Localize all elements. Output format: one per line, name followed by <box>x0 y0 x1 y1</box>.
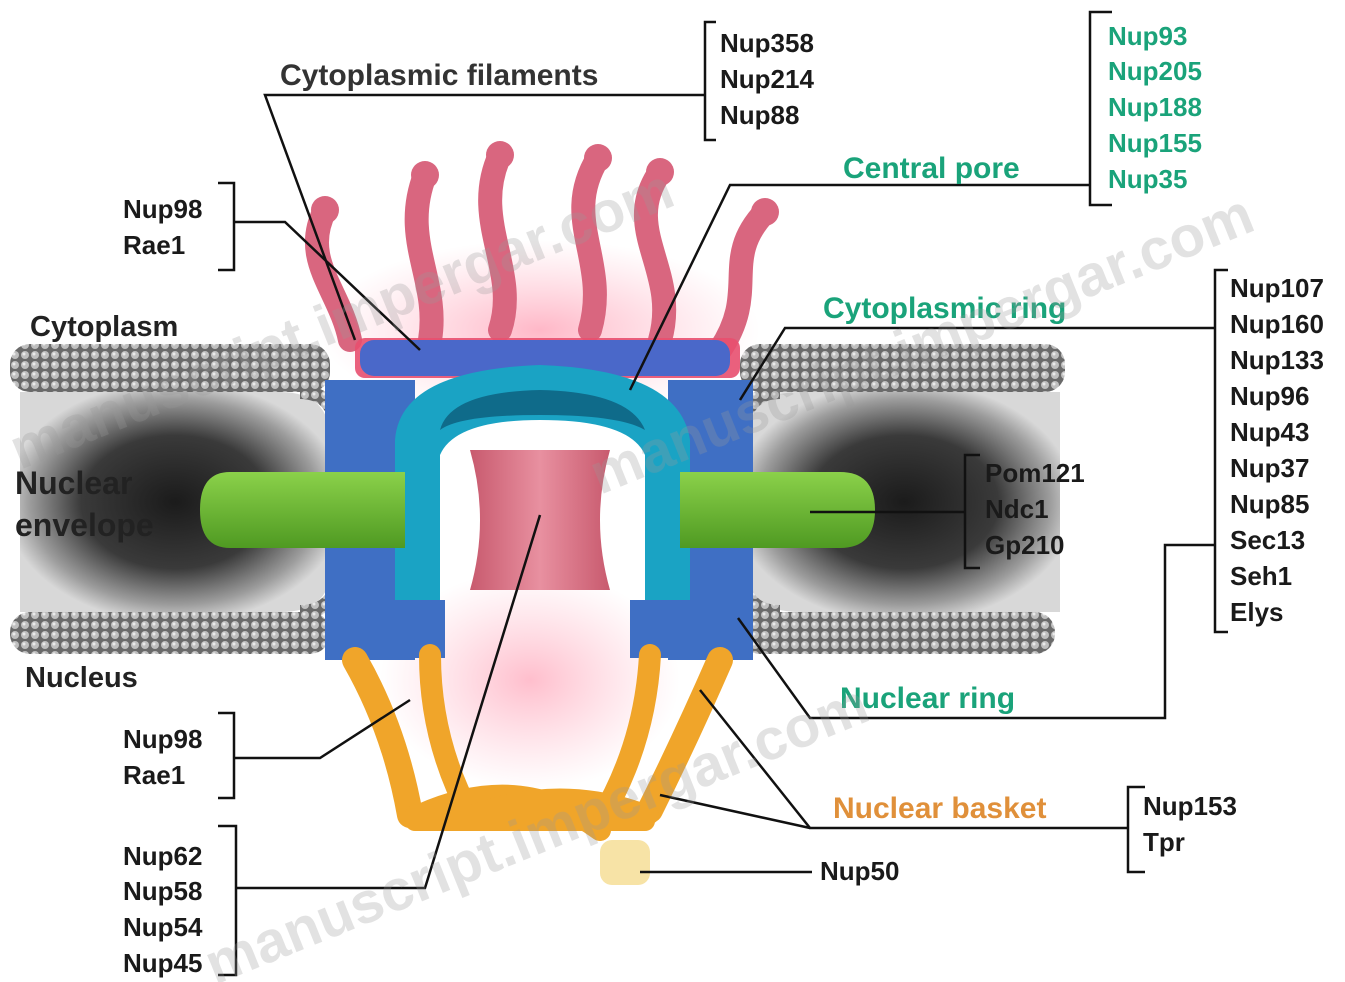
envelope-right-inner-membrane <box>740 612 1055 654</box>
bracket-bottom-left-nups <box>218 713 234 798</box>
nup-label: Rae1 <box>123 230 185 260</box>
label-cytoplasmic-filaments: Cytoplasmic filaments <box>280 59 598 92</box>
nup-label: Nup93 <box>1108 21 1187 51</box>
nup50-label: Nup50 <box>820 856 899 886</box>
nup-label: Nup153 <box>1143 791 1237 821</box>
label-nuclear-basket: Nuclear basket <box>833 792 1046 825</box>
nup-label: Pom121 <box>985 458 1085 488</box>
nup-label: Nup188 <box>1108 92 1202 122</box>
basket-nup-list: Nup153 Tpr <box>1143 791 1237 857</box>
nup-label: Nup155 <box>1108 128 1202 158</box>
nup-label: Elys <box>1230 597 1284 627</box>
nup-label: Nup62 <box>123 841 202 871</box>
nup-label: Sec13 <box>1230 525 1305 555</box>
region-nucleus: Nucleus <box>25 662 138 694</box>
nup-label: Nup43 <box>1230 417 1309 447</box>
nup-label: Nup58 <box>123 876 202 906</box>
transmembrane-right <box>680 472 875 548</box>
transmembrane-left <box>200 472 405 548</box>
bracket-ring-nups <box>1215 270 1228 632</box>
nup50-block <box>600 840 650 885</box>
filament-tip <box>411 161 439 189</box>
nup-label: Ndc1 <box>985 494 1049 524</box>
fg-nup-list: Nup62 Nup58 Nup54 Nup45 <box>123 841 203 978</box>
filament-nup-list: Nup358 Nup214 Nup88 <box>720 28 814 130</box>
nup-label: Nup107 <box>1230 273 1324 303</box>
bracket-filament-nups <box>705 22 716 140</box>
region-nuclear-envelope-line2: envelope <box>15 507 154 543</box>
label-central-pore: Central pore <box>843 152 1020 185</box>
nup-label: Gp210 <box>985 530 1065 560</box>
nup-label: Nup98 <box>123 194 202 224</box>
nup-label: Nup37 <box>1230 453 1309 483</box>
nup-label: Nup133 <box>1230 345 1324 375</box>
region-cytoplasm: Cytoplasm <box>30 311 178 343</box>
nup-label: Nup85 <box>1230 489 1309 519</box>
nup-label: Nup160 <box>1230 309 1324 339</box>
nup-label: Seh1 <box>1230 561 1292 591</box>
top-left-nup-list: Nup98 Rae1 <box>123 194 202 260</box>
nup-label: Nup214 <box>720 64 814 94</box>
nup-label: Tpr <box>1143 827 1185 857</box>
nup-label: Nup98 <box>123 724 202 754</box>
filament-tip <box>584 144 612 172</box>
filament-tip <box>486 141 514 169</box>
bracket-top-left-nups <box>218 183 234 270</box>
nup-label: Nup205 <box>1108 56 1202 86</box>
filament-tip <box>751 198 779 226</box>
ring-nup-list: Nup107 Nup160 Nup133 Nup96 Nup43 Nup37 N… <box>1230 273 1324 627</box>
nup-label: Nup358 <box>720 28 814 58</box>
envelope-left-inner-membrane <box>10 612 330 654</box>
nup-label: Nup45 <box>123 948 202 978</box>
bottom-left-nup-list: Nup98 Rae1 <box>123 724 202 790</box>
nup-label: Nup35 <box>1108 164 1187 194</box>
membrane-nup-list: Pom121 Ndc1 Gp210 <box>985 458 1085 560</box>
nup-label: Nup96 <box>1230 381 1309 411</box>
central-channel <box>470 450 610 590</box>
filament-tip <box>311 196 339 224</box>
nup-label: Rae1 <box>123 760 185 790</box>
nup-label: Nup88 <box>720 100 799 130</box>
nup-label: Nup54 <box>123 912 203 942</box>
central-nup-list: Nup93 Nup205 Nup188 Nup155 Nup35 <box>1108 21 1202 194</box>
